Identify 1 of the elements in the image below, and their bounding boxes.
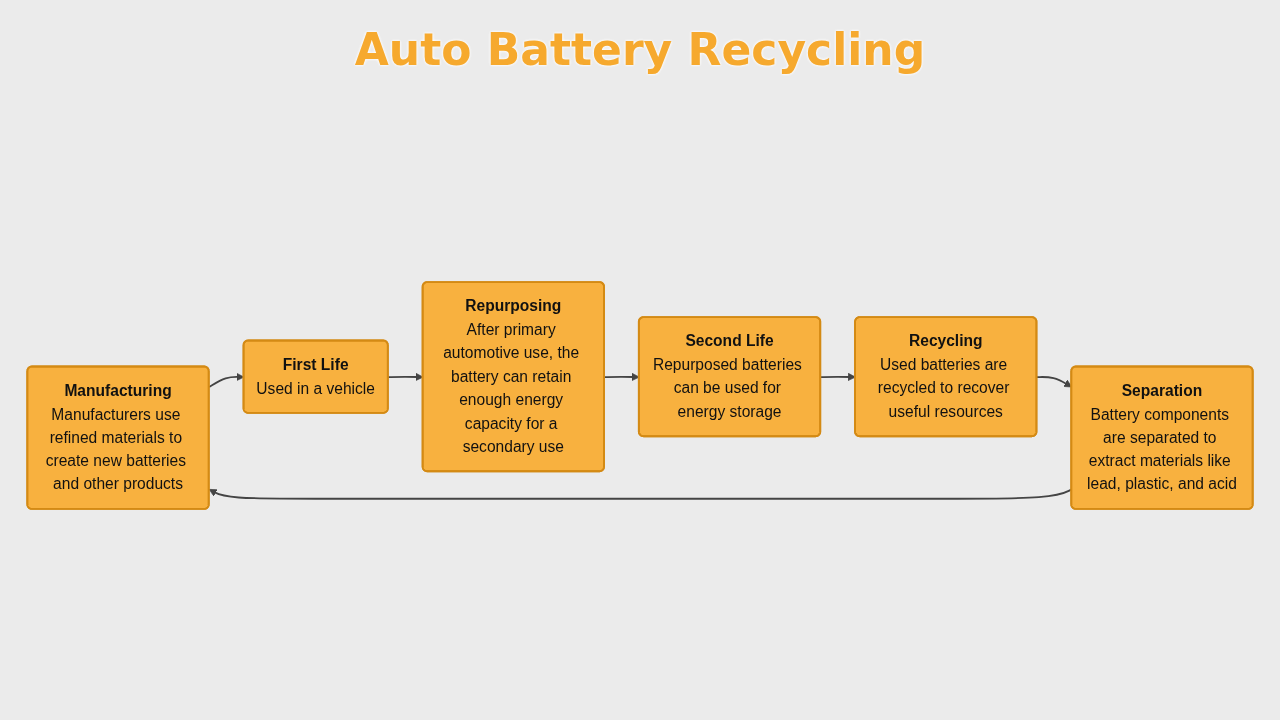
- diagram-title: Auto Battery Recycling: [354, 24, 926, 75]
